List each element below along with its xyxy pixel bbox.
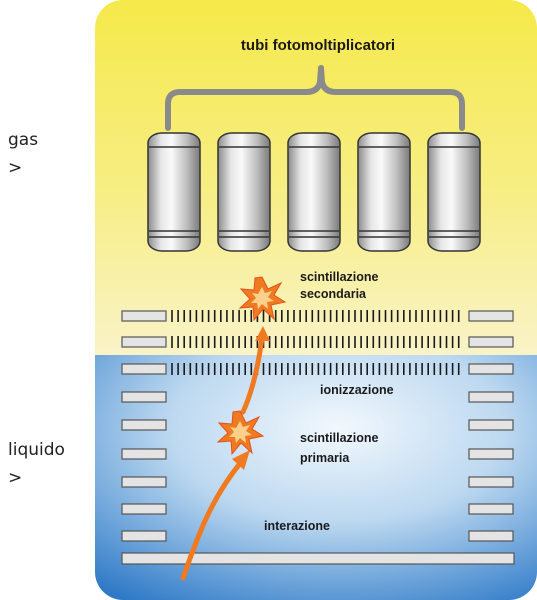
cathode-plate [121,552,515,565]
field-ring-left [121,419,167,431]
photomultiplier-tubes [147,132,481,252]
ionization-label: ionizzazione [320,383,394,397]
field-ring-left [121,448,167,460]
electrode-plate-right [468,363,514,375]
pmt-tube [427,132,481,252]
primary-label-line2: primaria [300,451,350,465]
secondary-scintillation-burst [238,276,287,322]
field-ring-right [468,419,514,431]
field-ring-right [468,503,514,515]
field-ring-left [121,503,167,515]
liquid-arrow-glyph: > [8,468,23,488]
gas-arrow-glyph: > [8,158,23,178]
pmt-tube [217,132,271,252]
secondary-scintillation-label: scintillazione secondaria [300,270,382,301]
interaction-label: interazione [264,519,330,533]
secondary-label-line1: scintillazione [300,270,379,284]
electrode-plate-left [121,336,167,348]
pmt-tube [357,132,411,252]
pmt-group-brace [165,65,465,131]
field-ring-left [121,391,167,403]
electrode-plate-left [121,363,167,375]
particle-track-lower-arrowhead [232,450,250,470]
pmt-title: tubi fotomoltiplicatori [241,37,395,54]
field-ring-left [121,476,167,488]
field-ring-right [468,530,514,542]
field-ring-right [468,391,514,403]
electrode-plate-right [468,336,514,348]
electron-drift-arrowhead [255,326,270,341]
primary-scintillation-burst [216,410,265,456]
particle-track-lower [180,458,245,581]
primary-scintillation-label: scintillazione primaria [300,431,382,465]
liquid-phase-label: liquido > [8,436,65,492]
electrode-plate-right [468,310,514,322]
electron-drift-track [240,335,265,415]
electrode-plate-left [121,310,167,322]
liquid-label-text: liquido [8,440,65,460]
gas-label-text: gas [8,130,39,150]
wire-grid [171,363,460,375]
field-ring-left [121,530,167,542]
secondary-label-line2: secondaria [300,287,367,301]
electrode-grid [121,310,514,542]
wire-grid [171,310,460,322]
field-ring-right [468,448,514,460]
primary-label-line1: scintillazione [300,431,379,445]
pmt-tube [147,132,201,252]
gas-phase-label: gas > [8,126,38,182]
pmt-tube [287,132,341,252]
wire-grid [171,336,460,348]
field-ring-right [468,476,514,488]
